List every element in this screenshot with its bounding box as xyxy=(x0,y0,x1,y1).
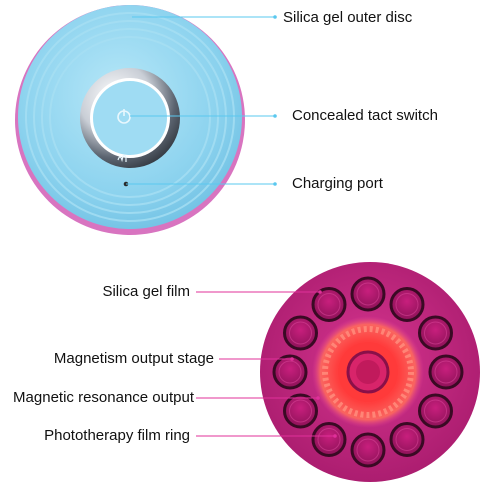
magnet-well-highlight xyxy=(424,321,447,345)
magnet-well-highlight xyxy=(289,399,312,423)
magnet-well-highlight xyxy=(434,360,458,384)
magnet-well-highlight xyxy=(424,399,447,423)
magnet-well-highlight xyxy=(356,438,380,462)
magnetic-resonance-output xyxy=(346,350,390,394)
magnet-well-highlight xyxy=(317,293,341,316)
magnet-well-highlight xyxy=(395,428,419,451)
magnet-well-highlight xyxy=(278,360,302,384)
leader-dots-top xyxy=(273,15,277,186)
leader-dots-bottom xyxy=(290,290,337,438)
leader-lines-top xyxy=(126,16,275,185)
touch-icon xyxy=(117,154,127,163)
label-magnetism-stage: Magnetism output stage xyxy=(53,350,214,367)
label-charging-port: Charging port xyxy=(292,175,383,192)
label-outer-disc: Silica gel outer disc xyxy=(283,9,413,26)
label-gel-film: Silica gel film xyxy=(102,283,190,300)
label-resonance-output: Magnetic resonance output xyxy=(13,389,194,406)
label-tact-switch: Concealed tact switch xyxy=(292,107,438,124)
magnet-well-highlight xyxy=(395,293,419,316)
magnetism-output-stage xyxy=(272,276,464,468)
label-phototherapy-ring: Phototherapy film ring xyxy=(44,427,190,444)
leader-lines-bottom xyxy=(196,291,335,437)
power-icon xyxy=(117,109,131,124)
magnet-well-highlight xyxy=(317,428,341,451)
magnet-well-highlight xyxy=(289,321,312,345)
magnet-well-highlight xyxy=(356,282,380,306)
